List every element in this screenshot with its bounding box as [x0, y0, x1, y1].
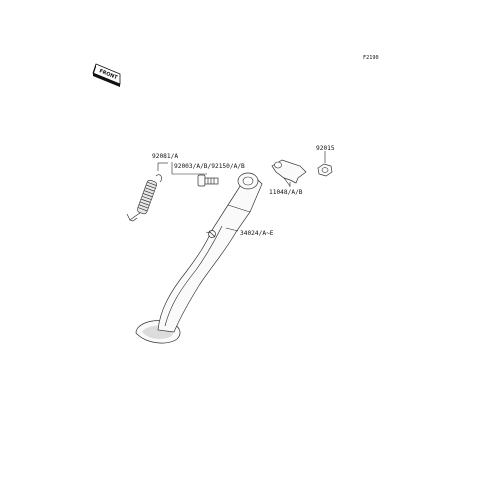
front-arrow-badge: FRONT: [92, 63, 121, 87]
callout-spring: 92081/A: [152, 153, 178, 160]
callout-bolt: 92003/A/B/92150/A/B: [174, 163, 245, 170]
side-stand-part: [135, 172, 263, 344]
spring-part: [126, 162, 168, 222]
nut-part: [317, 151, 333, 177]
bracket-part: [271, 159, 307, 187]
figure-code: F2190: [363, 55, 379, 61]
callout-stand: 34024/A~E: [240, 230, 274, 237]
callout-nut: 92015: [316, 145, 335, 152]
callout-bracket: 11048/A/B: [269, 189, 303, 196]
bolt-part: [171, 162, 219, 187]
